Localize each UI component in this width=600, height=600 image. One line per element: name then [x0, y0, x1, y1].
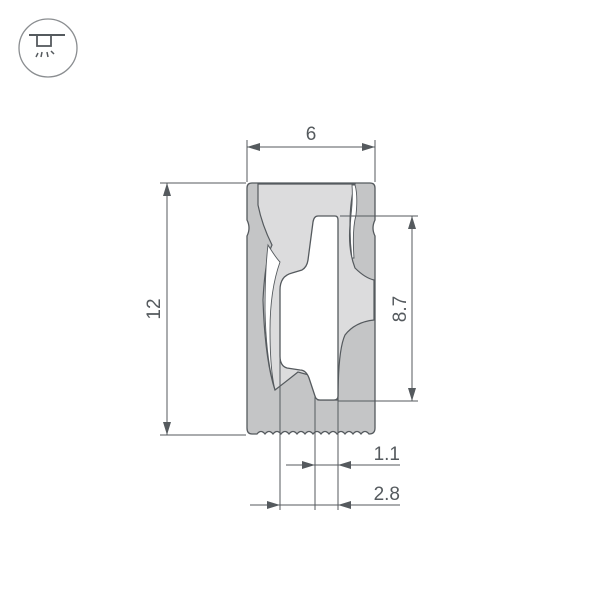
- dim-width-label: 6: [306, 124, 317, 145]
- dim-slot-depth-label: 8.7: [390, 296, 411, 322]
- dimension-arrows: [163, 143, 416, 509]
- dim-channel-width-label: 2.8: [374, 484, 400, 505]
- ceiling-light-icon: [18, 18, 78, 78]
- dim-height-label: 12: [144, 298, 165, 319]
- profile-cross-section: [246, 182, 376, 436]
- dim-slot-width-label: 1.1: [374, 444, 400, 465]
